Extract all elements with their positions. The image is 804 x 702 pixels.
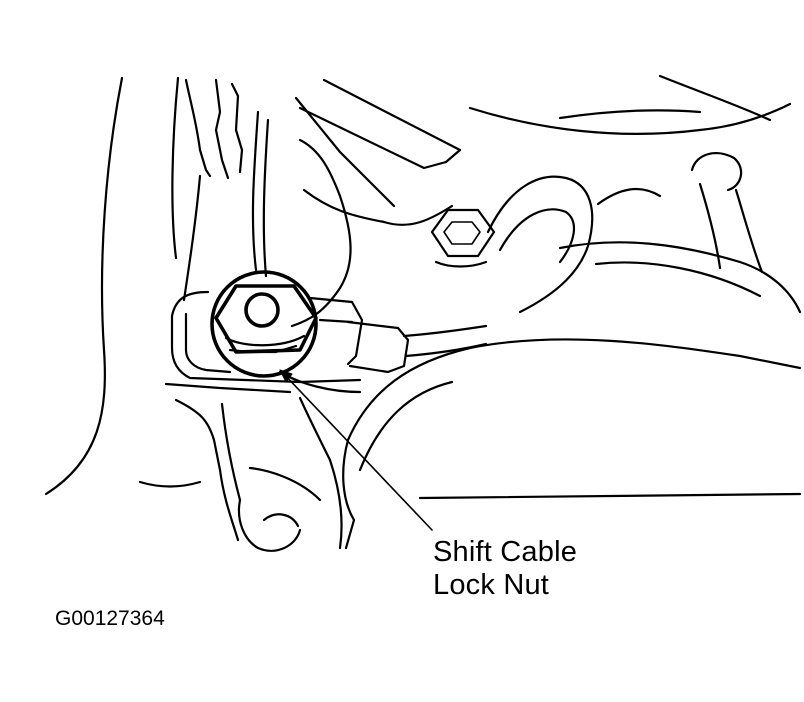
rear-hex-bolt: [430, 208, 496, 268]
shift-cable-bracket: [164, 290, 488, 394]
main-housing: [342, 338, 802, 550]
shift-cable-lock-nut: [210, 270, 318, 378]
callout-label: Shift Cable Lock Nut: [433, 536, 577, 602]
callout-arrowhead: [279, 369, 293, 383]
callout-label-line-2: Lock Nut: [433, 569, 550, 601]
hose-assembly: [486, 152, 802, 314]
callout-leader-line: [281, 371, 433, 531]
left-housing: [44, 76, 270, 496]
lower-mount: [138, 396, 343, 552]
upper-housing: [290, 74, 792, 328]
figure-id: G00127364: [55, 607, 165, 630]
callout-label-line-1: Shift Cable: [433, 536, 578, 568]
